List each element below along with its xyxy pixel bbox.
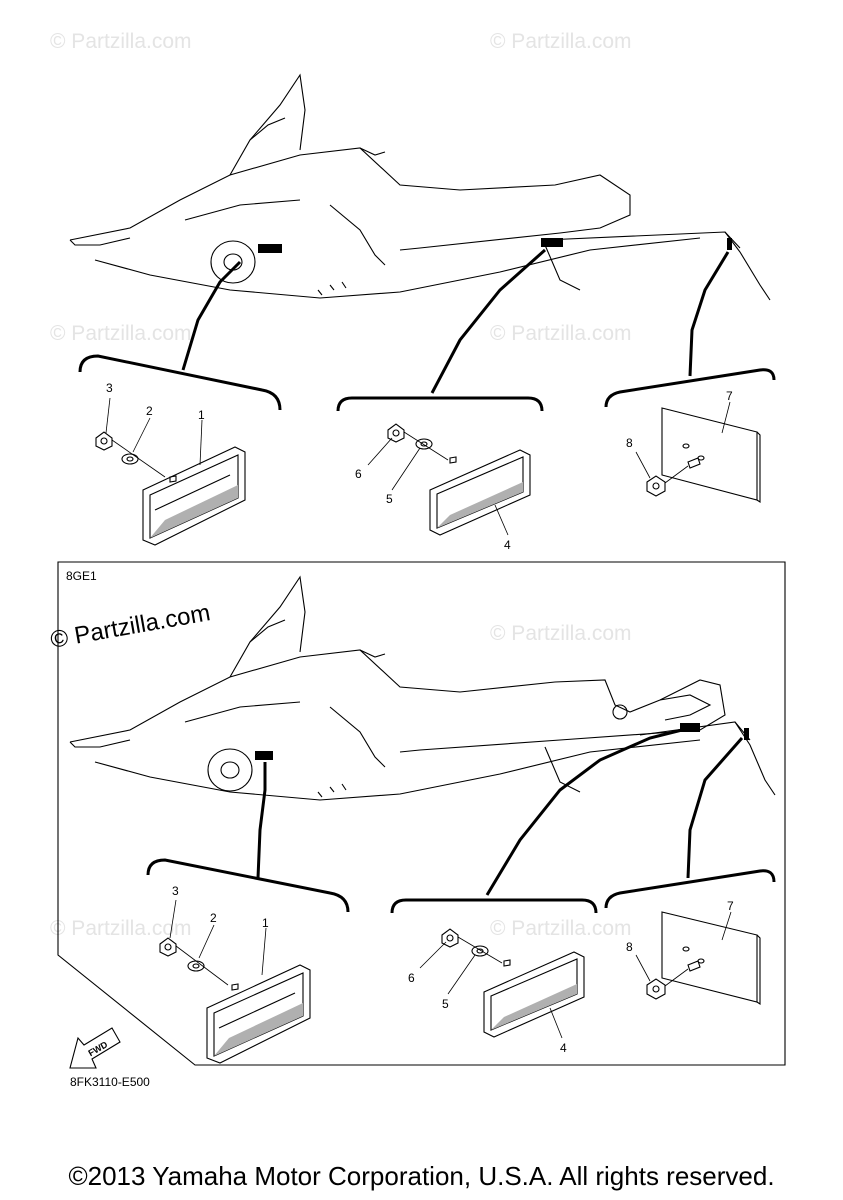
nut [387, 423, 405, 443]
watermark: © Partzilla.com [490, 622, 632, 645]
watermark: © Partzilla.com [50, 322, 192, 345]
reflector-plate [661, 407, 761, 504]
callout-number: 5 [386, 492, 393, 506]
group-bracket [390, 898, 598, 914]
pointer-arrow [181, 260, 242, 371]
nut [441, 928, 459, 948]
reflector-mark [541, 238, 563, 247]
callout-number: 4 [504, 538, 511, 552]
callout-number: 4 [560, 1041, 567, 1055]
lower-diagram: 1 2 3 6 5 4 [69, 575, 776, 1089]
reflector-mark [255, 751, 273, 760]
group-bracket [604, 869, 776, 909]
snowmobile-outline-upper [69, 73, 771, 301]
callout-number: 3 [172, 884, 179, 898]
group-bracket [336, 396, 544, 412]
watermark: © Partzilla.com [50, 30, 192, 53]
watermark: © Partzilla.com [50, 917, 192, 940]
reflector-part [429, 449, 531, 536]
washer [121, 453, 139, 465]
fwd-arrow-icon: FWD [69, 1027, 121, 1069]
nut [646, 475, 666, 497]
model-code: 8GE1 [66, 569, 97, 583]
callout-number: 1 [198, 408, 205, 422]
watermark: © Partzilla.com [490, 30, 632, 53]
callout-number: 7 [726, 389, 733, 403]
group-bracket [146, 858, 350, 913]
nut [95, 431, 113, 451]
partzilla-watermark: © Partzilla.com [48, 599, 212, 654]
callout-number: 8 [626, 436, 633, 450]
reflector-part [142, 446, 246, 546]
nut [159, 937, 177, 957]
callout-number: 3 [106, 381, 113, 395]
washer [415, 438, 433, 450]
drawing-number: 8FK3110-E500 [70, 1075, 150, 1089]
reflector-mark [744, 728, 749, 740]
callout-number: 2 [146, 404, 153, 418]
reflector-part [206, 964, 311, 1064]
reflector-part [483, 951, 585, 1038]
upper-diagram: 1 2 3 6 5 4 [69, 73, 776, 552]
pointer-arrow [688, 251, 730, 377]
pointer-arrow [430, 248, 546, 394]
stud [449, 456, 457, 464]
nut [646, 978, 666, 1000]
stud [231, 983, 239, 991]
group-bracket [604, 368, 776, 408]
reflector-mark [258, 244, 282, 253]
snowmobile-outline-lower [69, 575, 776, 801]
callout-number: 6 [355, 467, 362, 481]
callout-number: 1 [262, 916, 269, 930]
watermark: © Partzilla.com [490, 322, 632, 345]
group-bracket [78, 354, 282, 411]
washer [471, 945, 489, 957]
watermark: © Partzilla.com [490, 917, 632, 940]
callout-number: 6 [408, 971, 415, 985]
reflector-mark [727, 238, 732, 250]
variant-frame [57, 561, 786, 1066]
washer [187, 960, 205, 972]
stud [503, 959, 511, 967]
reflector-plate [661, 911, 761, 1006]
watermark-layer: © Partzilla.com © Partzilla.com © Partzi… [50, 30, 632, 940]
stud [169, 475, 177, 483]
callout-number: 5 [442, 997, 449, 1011]
pointer-arrow [256, 762, 267, 879]
callout-number: 8 [626, 940, 633, 954]
copyright-notice: ©2013 Yamaha Motor Corporation, U.S.A. A… [68, 1161, 775, 1191]
pointer-arrow [485, 728, 683, 896]
pointer-arrow [686, 737, 744, 879]
callout-number: 7 [727, 899, 734, 913]
callout-number: 2 [210, 911, 217, 925]
reflector-mark [680, 723, 700, 732]
